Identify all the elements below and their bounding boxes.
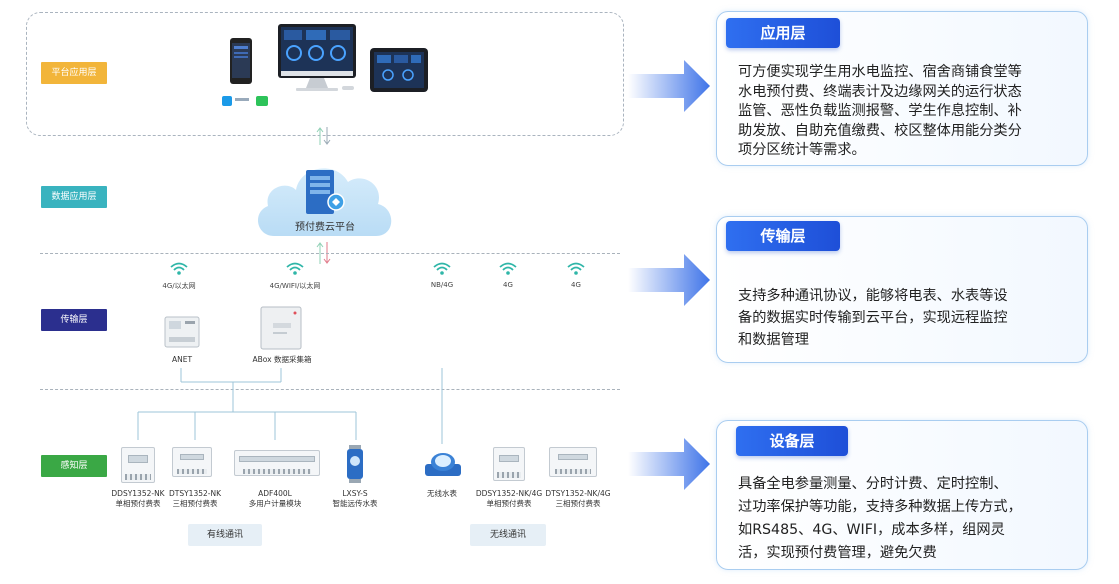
panel-line: 过功率保护等功能，支持多种数据上传方式， [738, 499, 1022, 515]
device-model: LXSY-S [342, 489, 368, 498]
panel-text-device: 具备全电参量测量、分时计费、定时控制、 过功率保护等功能，支持多种数据上传方式，… [738, 473, 1078, 565]
device-desc: 三相预付费表 [172, 499, 218, 508]
network-label: 4G/以太网 [162, 282, 196, 290]
platform-layer-box [26, 12, 624, 136]
multi-user-module-icon [234, 450, 320, 476]
panel-line: 支持多种通讯协议，能够将电表、水表等设 [738, 288, 1008, 304]
panel-title-application: 应用层 [726, 18, 840, 48]
panel-line: 项分区统计等需求。 [738, 142, 866, 158]
sync-arrows-icon [316, 127, 331, 145]
network-label: 4G [503, 281, 513, 289]
wireless-water-meter-icon [425, 453, 461, 476]
wired-comm-label: 有线通讯 [188, 524, 262, 546]
gateway-label: ABox 数据采集箱 [252, 355, 312, 364]
separator-line [40, 389, 620, 390]
panel-line: 水电预付费、终端表计及边缘网关的运行状态 [738, 83, 1022, 100]
panel-title-transport: 传输层 [726, 221, 840, 251]
terminal-devices-icon [222, 24, 428, 106]
network-label: NB/4G [430, 281, 454, 289]
layer-tag-transport: 传输层 [41, 309, 107, 331]
device-model: DTSY1352-NK [168, 489, 222, 498]
three-phase-4g-meter-icon [549, 447, 597, 477]
panel-line: 和数据管理 [738, 332, 809, 348]
device-desc: 智能远传水表 [332, 499, 378, 508]
wifi-icon [433, 262, 451, 275]
wifi-icon [499, 262, 517, 275]
panel-title-device: 设备层 [736, 426, 848, 456]
wifi-icon [286, 262, 304, 275]
wifi-icon [170, 262, 188, 275]
three-phase-meter-icon [172, 447, 212, 477]
wireless-comm-label: 无线通讯 [470, 524, 546, 546]
panel-text-application: 可方便实现学生用水电监控、宿舍商铺食堂等 水电预付费、终端表计及边缘网关的运行状… [738, 63, 1078, 161]
device-model: DTSY1352-NK/4G [545, 489, 611, 498]
panel-line: 可方便实现学生用水电监控、宿舍商铺食堂等 [738, 64, 1022, 80]
device-desc: 单相预付费表 [115, 499, 161, 508]
network-label: 4G [571, 281, 581, 289]
panel-text-transport: 支持多种通讯协议，能够将电表、水表等设 备的数据实时传输到云平台，实现远程监控 … [738, 285, 1078, 351]
panel-line: 活，实现预付费管理，避免欠费 [738, 545, 937, 561]
panel-line: 监管、恶性负载监测报警、学生作息控制、补 [738, 103, 1022, 119]
device-model: 无线水表 [427, 489, 457, 498]
water-meter-icon [347, 445, 363, 483]
panel-line: 如RS485、4G、WIFI，成本多样，组网灵 [738, 522, 1005, 538]
device-model: DDSY1352-NK [111, 489, 165, 498]
cloud-platform-icon [257, 168, 392, 236]
device-desc: 单相预付费表 [486, 499, 532, 508]
panel-line: 备的数据实时传输到云平台，实现远程监控 [738, 310, 1008, 326]
gateway-label: ANET [171, 355, 193, 364]
wireless-connector-line [441, 368, 443, 444]
wifi-icon [567, 262, 585, 275]
network-label: 4G/WIFI/以太网 [269, 282, 321, 290]
layer-tag-platform: 平台应用层 [41, 62, 107, 84]
panel-line: 具备全电参量测量、分时计费、定时控制、 [738, 476, 1008, 492]
layer-tag-data: 数据应用层 [41, 186, 107, 208]
device-model: DDSY1352-NK/4G [475, 489, 543, 498]
abox-collector-icon [260, 306, 302, 350]
arrow-right-icon [628, 60, 710, 112]
wired-connector-lines [137, 368, 357, 440]
arrow-right-icon [628, 254, 710, 306]
single-phase-4g-meter-icon [493, 447, 525, 481]
cloud-platform-label: 预付费云平台 [295, 222, 355, 233]
device-desc: 三相预付费表 [555, 499, 601, 508]
arrow-right-icon [628, 438, 710, 490]
device-desc: 多用户计量模块 [248, 499, 302, 508]
anet-gateway-icon [164, 316, 200, 348]
separator-line [40, 253, 620, 254]
sync-arrows-icon [316, 242, 331, 264]
panel-line: 助发放、自助充值缴费、校区整体用能分类分 [738, 122, 1022, 139]
single-phase-meter-icon [121, 447, 155, 483]
layer-tag-sensing: 感知层 [41, 455, 107, 477]
device-model: ADF400L [258, 489, 292, 498]
